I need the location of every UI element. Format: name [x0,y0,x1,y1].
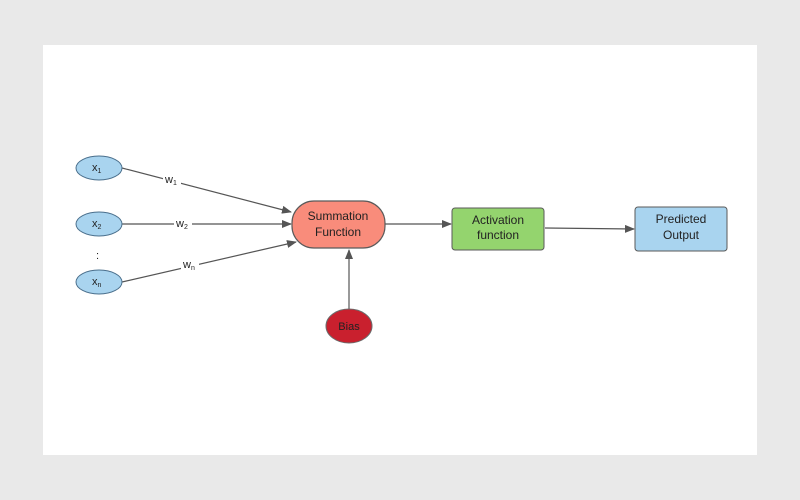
weight-label-wn: wn [182,259,195,272]
svg-text:Summation: Summation [308,209,369,223]
svg-text:Bias: Bias [338,321,360,333]
weight-label-w2: w2 [175,218,188,231]
svg-text:Predicted: Predicted [656,212,707,226]
svg-text:xn: xn [92,276,102,289]
output-node: Predicted Output [634,206,728,252]
edge-xn-summation [121,240,297,283]
input-x2: x2 [75,211,123,237]
svg-text:x2: x2 [92,218,102,231]
svg-text:Activation: Activation [472,213,524,227]
input-x1: x1 [75,155,123,181]
summation-node: Summation Function [291,200,386,249]
edge-activation-output [544,224,635,233]
activation-node: Activation function [451,207,545,251]
input-xn: xn [75,269,123,295]
svg-text:Output: Output [663,228,700,242]
edge-x1-summation [121,167,292,214]
input-ellipsis: : [96,250,99,262]
weight-labels: w1 w2 wn [163,173,199,272]
bias-node: Bias [325,308,373,344]
svg-text:function: function [477,228,519,242]
svg-text:Function: Function [315,225,361,239]
weight-label-w1: w1 [164,174,177,187]
svg-text:x1: x1 [92,162,102,175]
edges [121,167,635,310]
